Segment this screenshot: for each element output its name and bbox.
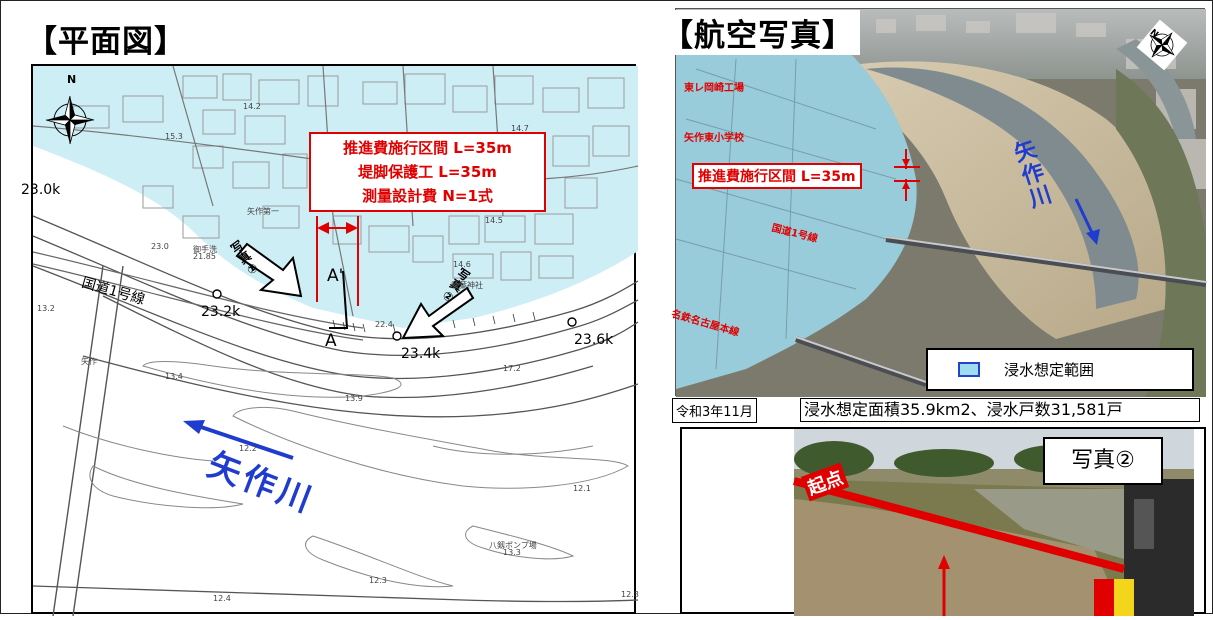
km-post-23-0: 23.0k — [21, 182, 61, 198]
works-summary-box[interactable]: 推進費施行区間 L=35m 堤脚保護工 L=35m 測量設計費 N=1式 — [309, 132, 546, 212]
section-label-bottom: A — [325, 331, 337, 351]
elev-label: 17.2 — [503, 364, 521, 373]
elev-label: 23.0 — [151, 242, 169, 251]
elev-label: 13.4 — [165, 372, 183, 381]
aerial-photo[interactable]: N 東レ岡崎工場 矢作東小学校 国道1号線 名鉄名古屋本線 推進費施行区間 L=… — [670, 8, 1207, 397]
elev-label: 21.85 — [193, 252, 216, 261]
km-post-23-2: 23.2k — [201, 304, 241, 320]
elev-label: 12.3 — [369, 576, 387, 585]
aerial-label-toray: 東レ岡崎工場 — [684, 83, 744, 94]
elev-label: 14.2 — [243, 102, 261, 111]
elev-label: 13.9 — [345, 394, 363, 403]
elev-label: 15.3 — [165, 132, 183, 141]
north-arrow-plan — [45, 95, 95, 145]
plan-north-letter: N — [67, 73, 77, 86]
place-label: 御手洗 — [193, 245, 217, 254]
elev-label: 22.4 — [375, 320, 393, 329]
elev-label: 13.3 — [503, 548, 521, 557]
elev-label: 14.6 — [453, 260, 471, 269]
aerial-label-school: 矢作東小学校 — [684, 133, 744, 144]
place-label: 矢作第一 — [247, 207, 279, 216]
photo2-image — [792, 429, 1194, 616]
plan-title: 【平面図】 — [26, 24, 186, 60]
survey-date: 令和3年11月 — [672, 398, 757, 423]
elev-label: 14.7 — [511, 124, 529, 133]
elev-label: 12.2 — [239, 444, 257, 453]
elev-label: 13.2 — [37, 304, 55, 313]
legend-label: 浸水想定範囲 — [1004, 361, 1095, 379]
place-label: 矢作 — [81, 357, 97, 366]
aerial-title: 【航空写真】 — [658, 10, 860, 55]
elev-label: 12.1 — [573, 484, 591, 493]
plan-map[interactable]: N 推進費施行区間 L=35m 堤脚保護工 L=35m 測量設計費 N=1式 写… — [21, 64, 639, 617]
flood-stats: 浸水想定面積35.9km2、浸水戸数31,581戸 — [800, 398, 1200, 422]
works-line-survey: 測量設計費 N=1式 — [362, 187, 493, 205]
works-line-levee: 堤脚保護工 L=35m — [358, 163, 497, 181]
km-post-23-6: 23.6k — [574, 332, 614, 348]
north-arrow-aerial — [1136, 19, 1188, 71]
elev-label: 12.4 — [213, 594, 231, 603]
works-line-section: 推進費施行区間 L=35m — [343, 139, 512, 157]
elev-label: 12.8 — [621, 590, 639, 599]
aerial-photo-image — [675, 9, 1207, 397]
photo2-panel[interactable]: 起点 写真② — [680, 427, 1206, 616]
km-post-23-4: 23.4k — [401, 346, 441, 362]
place-label: 八剱ポンプ場 — [489, 541, 537, 550]
legend: 浸水想定範囲 — [926, 348, 1194, 391]
legend-swatch — [958, 362, 980, 377]
place-label: 秋葉神社 — [451, 281, 483, 290]
elev-label: 14.5 — [485, 216, 503, 225]
photo2-label: 写真② — [1043, 437, 1163, 485]
aerial-section-box[interactable]: 推進費施行区間 L=35m — [692, 163, 862, 189]
section-label-top: A' — [327, 266, 344, 286]
